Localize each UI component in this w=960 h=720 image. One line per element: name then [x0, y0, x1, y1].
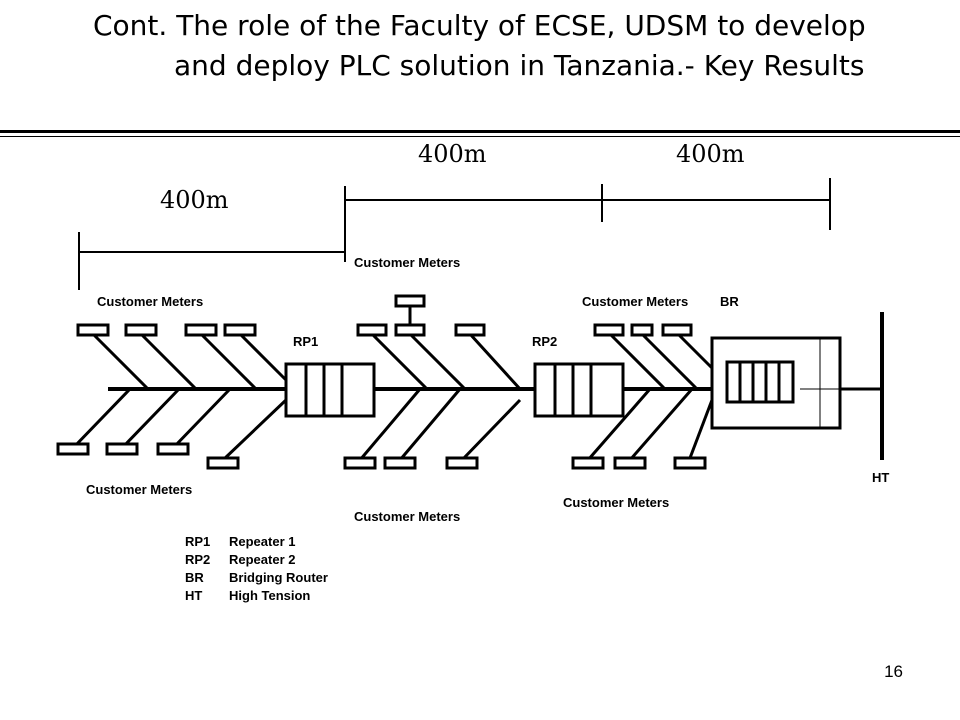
customer-meters-lower-middle	[343, 388, 522, 470]
customer-meters-lower-right	[571, 388, 714, 470]
label-customer-meters-upper-right: Customer Meters	[582, 294, 688, 309]
customer-meters-lower-left	[56, 387, 288, 470]
legend-code-ht: HT	[185, 588, 203, 603]
legend-text-br: Bridging Router	[229, 570, 328, 585]
label-customer-meters-upper-left: Customer Meters	[97, 294, 203, 309]
distance-label-mid: 400m	[418, 140, 487, 168]
legend-code-br: BR	[185, 570, 204, 585]
label-rp1: RP1	[293, 334, 318, 349]
label-customer-meters-top-middle: Customer Meters	[354, 255, 460, 270]
legend-text-ht: High Tension	[229, 588, 311, 603]
bridging-router	[710, 336, 842, 430]
repeater-1	[284, 362, 376, 418]
distance-markers	[78, 178, 831, 290]
label-customer-meters-lower-left: Customer Meters	[86, 482, 192, 497]
label-ht: HT	[872, 470, 889, 485]
legend-text-rp2: Repeater 2	[229, 552, 296, 567]
customer-meters-upper-middle	[356, 294, 522, 391]
distance-label-left: 400m	[160, 186, 229, 214]
label-customer-meters-lower-middle: Customer Meters	[354, 509, 460, 524]
title-line-1: Cont. The role of the Faculty of ECSE, U…	[93, 9, 866, 42]
customer-meters-upper-left	[76, 323, 288, 391]
customer-meters-upper-right	[593, 323, 714, 391]
repeater-2	[533, 362, 625, 418]
legend-text-rp1: Repeater 1	[229, 534, 296, 549]
title-divider-thin	[0, 136, 960, 137]
label-rp2: RP2	[532, 334, 557, 349]
label-customer-meters-lower-right: Customer Meters	[563, 495, 669, 510]
distance-label-right: 400m	[676, 140, 745, 168]
label-br: BR	[720, 294, 739, 309]
legend-code-rp2: RP2	[185, 552, 211, 567]
title-divider-thick	[0, 130, 960, 133]
legend-code-rp1: RP1	[185, 534, 211, 549]
title-line-2: and deploy PLC solution in Tanzania.- Ke…	[174, 49, 865, 82]
page-number: 16	[884, 662, 903, 681]
